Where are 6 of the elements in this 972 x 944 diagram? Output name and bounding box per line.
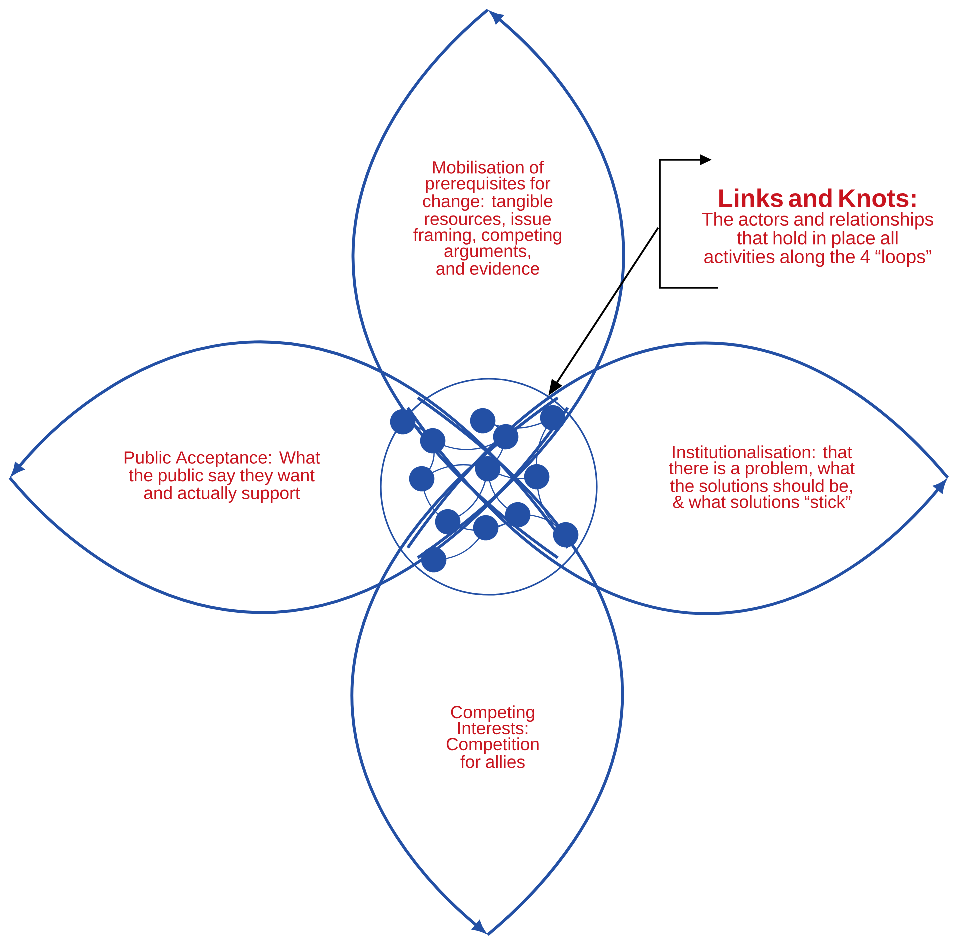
loop-label: Competing Interests: Competition for allies: [446, 706, 539, 768]
knot-drawing: [380, 378, 598, 596]
callout-text: Links and Knots: The actors and relationships that hold in place all activities along the 4 “loops”: [702, 188, 934, 268]
loop-label: Mobilisation of prerequisites for change: tangible resources, issue framing, competing arguments, and evidence: [414, 160, 562, 276]
loop-label: Institutionalisation: that there is a problem, what the solutions should be, & what solutions “stick”: [669, 446, 855, 508]
loop-label: Public Acceptance: What the public say they want and actually support: [124, 451, 320, 503]
